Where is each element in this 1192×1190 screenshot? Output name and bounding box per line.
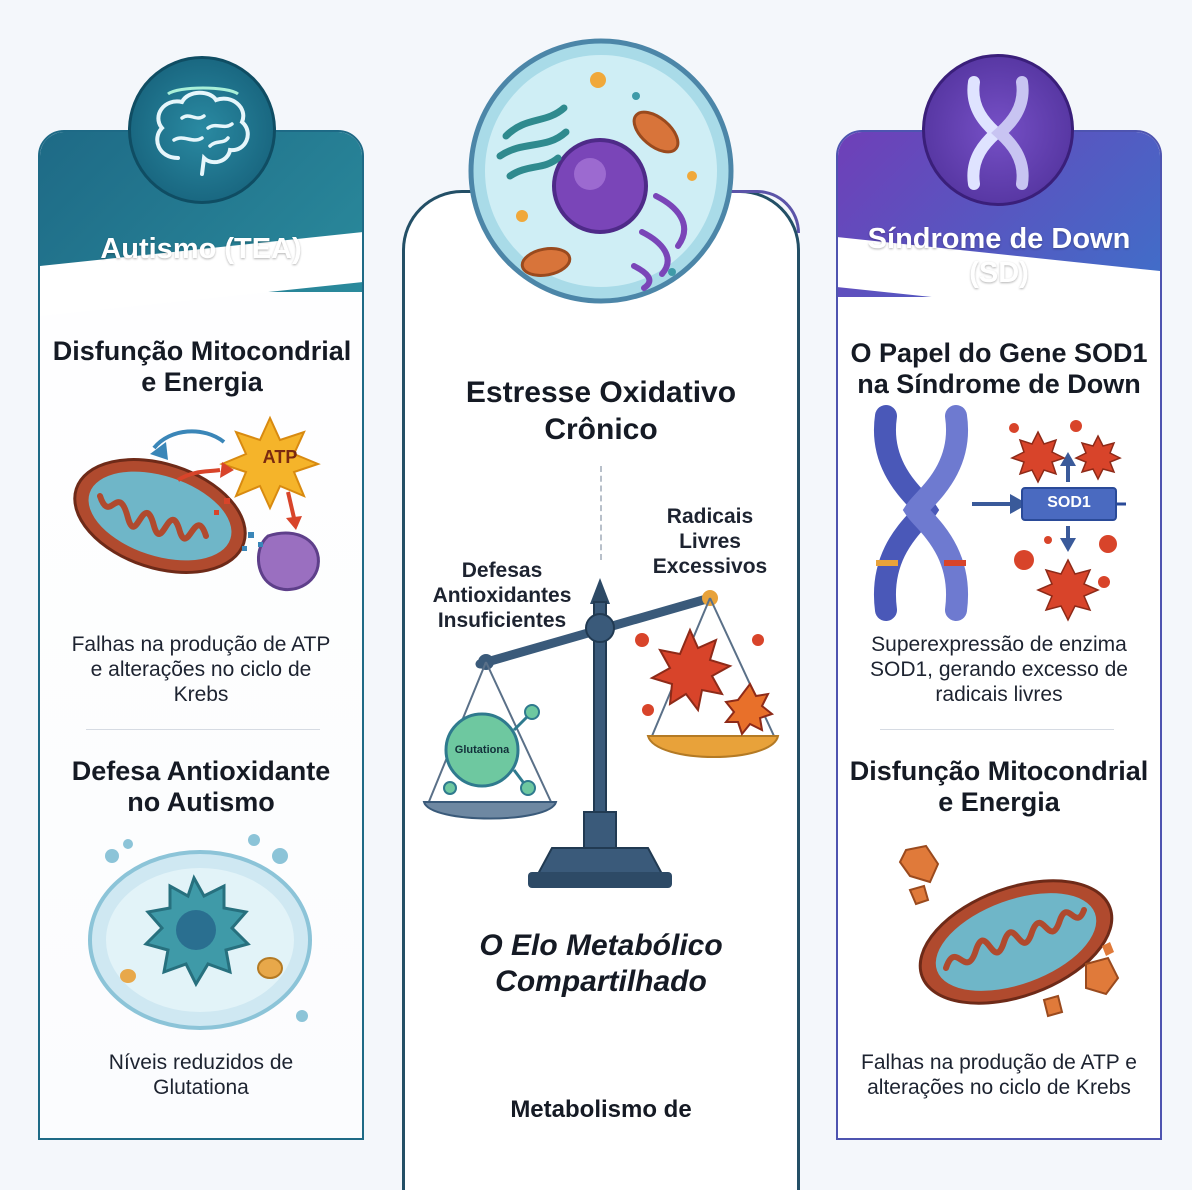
sod1-body-line2: SOD1, gerando excesso de (870, 658, 1128, 681)
autism-section2-title-line1: Defesa Antioxidante (71, 756, 331, 786)
sod1-section-body: Superexpressão de enzima SOD1, gerando e… (838, 632, 1160, 707)
autism-divider (86, 729, 320, 730)
autism-section2-title: Defesa Antioxidante no Autismo (40, 756, 362, 818)
down-syndrome-section2-title: Disfunção Mitocondrial e Energia (838, 756, 1160, 818)
down-syndrome-section2-title-line1: Disfunção Mitocondrial (849, 756, 1149, 786)
autism-section1-body-line2: e alterações no ciclo de (90, 658, 312, 681)
free-radical-icon (649, 627, 733, 713)
radicals-label-line1: Radicais (666, 505, 754, 528)
brain-icon (155, 86, 250, 176)
down-syndrome-section2-title-line2: e Energia (938, 787, 1060, 817)
center-title-line2: Crônico (544, 413, 658, 446)
sod1-body-line3: radicais livres (935, 683, 1063, 706)
antioxidant-defense-label: Defesas Antioxidantes Insuficientes (404, 558, 600, 633)
sod1-gene-label: SOD1 (1047, 494, 1091, 511)
shared-link-title-line2: Compartilhado (495, 965, 707, 998)
center-dashed-line (600, 466, 602, 560)
autism-section2-title-line2: no Autismo (127, 787, 275, 817)
cell-glutathione-illustration (88, 834, 312, 1030)
metabolism-title-cut: Metabolismo de (510, 1096, 692, 1123)
autism-section1-title: Disfunção Mitocondrial e Energia (30, 336, 374, 398)
autism-section2-body: Níveis reduzidos de Glutationa (40, 1050, 362, 1100)
down-syndrome-title: Síndrome de Down (SD) (838, 222, 1160, 290)
sod1-section-title: O Papel do Gene SOD1 na Síndrome de Down (838, 338, 1160, 400)
shared-link-title: O Elo Metabólico Compartilhado (404, 928, 798, 1000)
autism-title: Autismo (TEA) (100, 233, 302, 265)
autism-section1-body-line3: Krebs (173, 683, 229, 706)
free-radicals-label: Radicais Livres Excessivos (630, 504, 790, 579)
antioxidant-label-line2: Antioxidantes (432, 584, 572, 607)
radicals-label-line2: Livres (679, 530, 741, 553)
brain-icon-badge (128, 56, 276, 204)
radicals-label-line3: Excessivos (652, 555, 768, 578)
balance-scale-illustration (422, 578, 780, 888)
autism-section1-title-line1: Disfunção Mitocondrial (52, 336, 352, 366)
down-syndrome-divider (880, 729, 1114, 730)
antioxidant-label-line3: Insuficientes (437, 609, 567, 632)
atp-label: ATP (262, 447, 298, 467)
atp-star-icon (219, 415, 321, 511)
autism-section1-title-line2: e Energia (141, 367, 263, 397)
sod1-body-line1: Superexpressão de enzima (871, 633, 1127, 656)
glutathione-label: Glutationa (454, 744, 510, 756)
antioxidant-label-line1: Defesas (461, 559, 543, 582)
autism-section1-body-line1: Falhas na produção de ATP (71, 633, 331, 656)
sod1-section-title-line1: O Papel do Gene SOD1 (850, 338, 1148, 368)
down-syndrome-title-line1: Síndrome de Down (867, 223, 1131, 255)
autism-section2-body-line2: Glutationa (153, 1076, 249, 1099)
sod1-gene-illustration (873, 405, 1126, 622)
autism-section1-body: Falhas na produção de ATP e alterações n… (40, 632, 362, 707)
down-syndrome-section2-body-line2: alterações no ciclo de Krebs (867, 1076, 1131, 1099)
down-syndrome-section2-body: Falhas na produção de ATP e alterações n… (838, 1050, 1160, 1100)
autism-section2-body-line1: Níveis reduzidos de (108, 1051, 294, 1074)
cell-illustration (468, 38, 734, 304)
sod1-section-title-line2: na Síndrome de Down (857, 369, 1141, 399)
center-title-line1: Estresse Oxidativo (465, 376, 737, 409)
damaged-mitochondria-illustration (898, 844, 1120, 1018)
glutathione-molecule-icon (444, 712, 520, 788)
chromosome-icon (967, 76, 1029, 190)
center-title: Estresse Oxidativo Crônico (404, 374, 798, 448)
down-syndrome-title-line2: (SD) (969, 257, 1029, 289)
mitochondria-atp-illustration (73, 415, 321, 592)
down-syndrome-section2-body-line1: Falhas na produção de ATP e (861, 1051, 1137, 1074)
shared-link-title-line1: O Elo Metabólico (479, 929, 723, 962)
